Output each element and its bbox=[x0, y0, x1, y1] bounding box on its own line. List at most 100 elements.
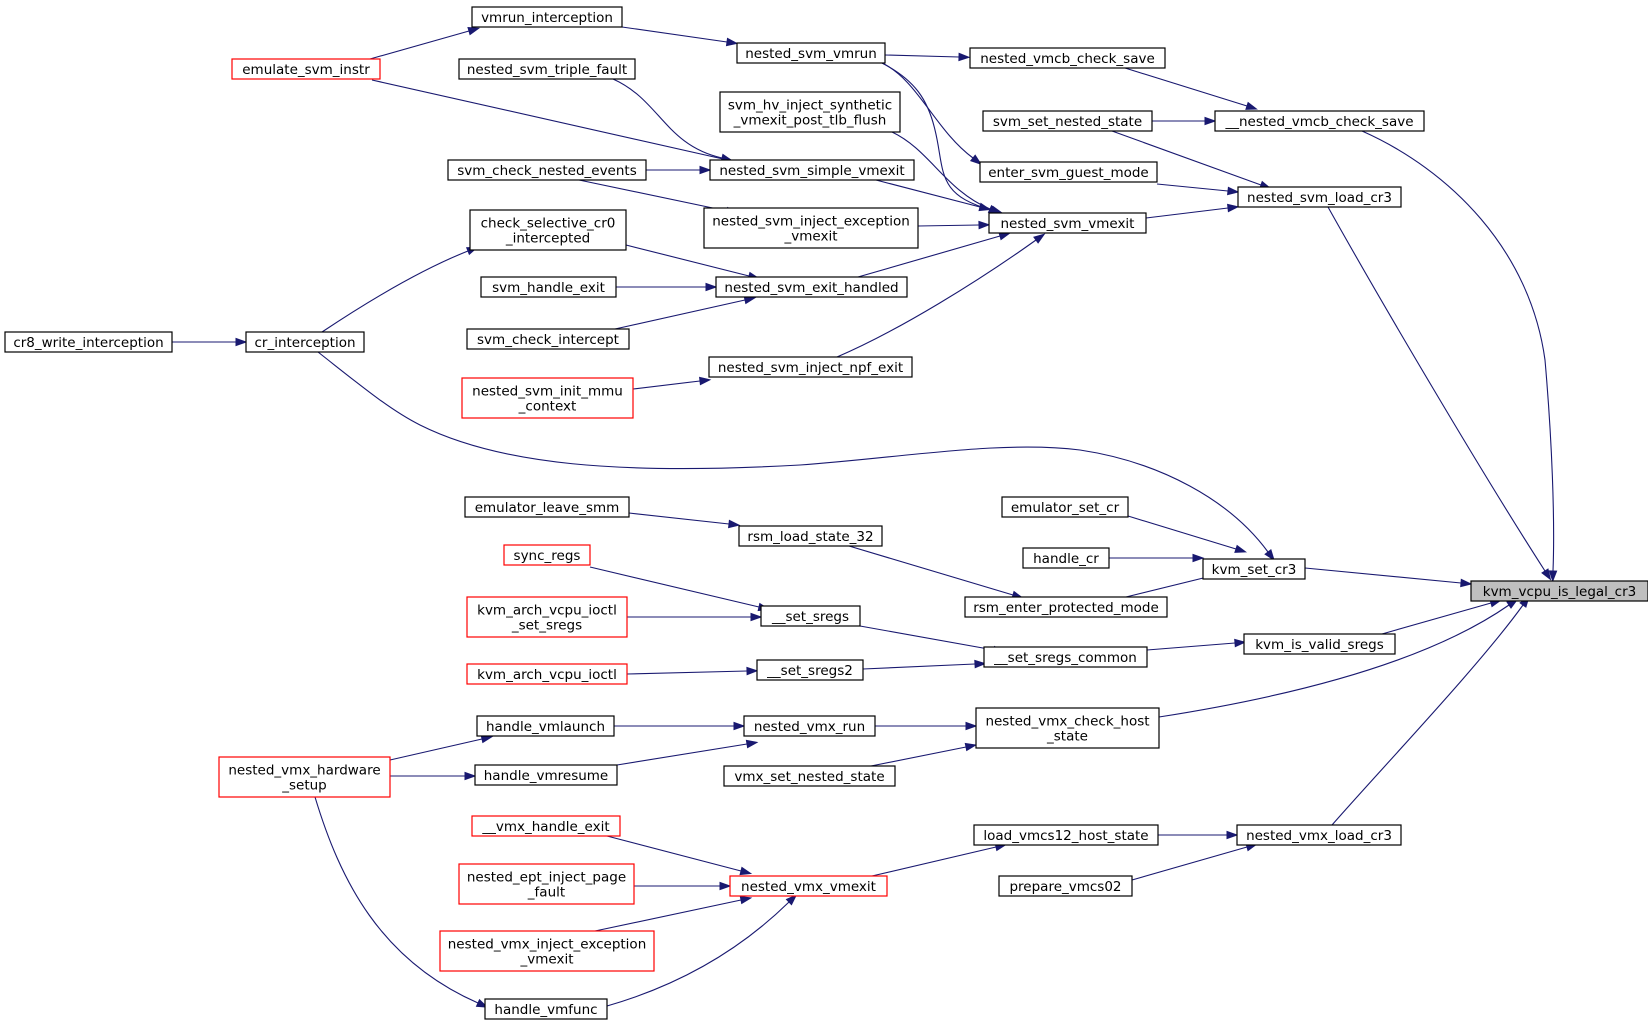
edge-kvm_is_valid_sregs-to-kvm_vcpu_is_legal_cr3 bbox=[1381, 598, 1503, 635]
edge-__set_sregs-to-__set_sregs_common bbox=[859, 625, 1006, 655]
node-emulate-svm-instr[interactable]: emulate_svm_instr bbox=[231, 58, 381, 80]
arrowhead-icon bbox=[978, 202, 992, 212]
edge-line bbox=[578, 179, 728, 212]
node-nested-vmx-hardware-setup[interactable]: nested_vmx_hardware_setup bbox=[218, 756, 391, 798]
node-emulator-leave-smm[interactable]: emulator_leave_smm bbox=[464, 496, 630, 518]
node-box bbox=[458, 58, 636, 80]
edge-line bbox=[1145, 207, 1229, 219]
arrowhead-icon bbox=[974, 659, 987, 669]
node-svm-handle-exit[interactable]: svm_handle_exit bbox=[480, 276, 617, 298]
edge-line bbox=[1111, 130, 1262, 186]
node-vmrun-interception[interactable]: vmrun_interception bbox=[471, 6, 623, 28]
node-nested-vmx-check-host-state[interactable]: nested_vmx_check_host_state bbox=[975, 707, 1160, 749]
edge-line bbox=[1158, 604, 1510, 718]
edge-line bbox=[1131, 846, 1248, 881]
edge-line bbox=[848, 545, 1014, 596]
node-label: emulate_svm_instr bbox=[242, 62, 370, 78]
arrowhead-icon bbox=[1234, 638, 1247, 648]
edge-prepare_vmcs02-to-nested_vmx_load_cr3 bbox=[1131, 842, 1259, 881]
node-box bbox=[464, 496, 630, 518]
node-nested-svm-inject-exception-vmexit[interactable]: nested_svm_inject_exception_vmexit bbox=[703, 207, 919, 249]
node-set-sregs-common[interactable]: __set_sregs_common bbox=[983, 646, 1148, 668]
node-nested-svm-load-cr3[interactable]: nested_svm_load_cr3 bbox=[1237, 186, 1402, 208]
node-nested-svm-triple-fault[interactable]: nested_svm_triple_fault bbox=[458, 58, 636, 80]
node-svm-set-nested-state[interactable]: svm_set_nested_state bbox=[982, 110, 1153, 132]
node-nested-svm-vmexit[interactable]: nested_svm_vmexit bbox=[988, 212, 1147, 234]
node-svm-check-nested-events[interactable]: svm_check_nested_events bbox=[447, 159, 647, 181]
node-cr-interception[interactable]: cr_interception bbox=[245, 331, 365, 353]
node-label: svm_check_intercept bbox=[477, 332, 619, 348]
node-label: nested_svm_exit_handled bbox=[724, 280, 898, 296]
node-svm-check-intercept[interactable]: svm_check_intercept bbox=[466, 328, 630, 350]
node-vmx-set-nested-state[interactable]: vmx_set_nested_state bbox=[723, 765, 896, 787]
edge-kvm_set_cr3-to-kvm_vcpu_is_legal_cr3 bbox=[1304, 567, 1473, 588]
node-nested-vmx-inject-exception-vmexit[interactable]: nested_vmx_inject_exception_vmexit bbox=[439, 930, 655, 972]
node-handle-cr[interactable]: handle_cr bbox=[1022, 547, 1110, 569]
node-nested-svm-vmrun[interactable]: nested_svm_vmrun bbox=[736, 42, 886, 64]
node-label: svm_handle_exit bbox=[492, 280, 605, 296]
node-handle-vmresume[interactable]: handle_vmresume bbox=[474, 764, 618, 786]
node-box bbox=[969, 47, 1166, 69]
node-emulator-set-cr[interactable]: emulator_set_cr bbox=[1001, 496, 1129, 518]
node-prepare-vmcs02[interactable]: prepare_vmcs02 bbox=[998, 875, 1133, 897]
edge-line bbox=[859, 625, 995, 651]
node-check-selective-cr0-intercepted[interactable]: check_selective_cr0_intercepted bbox=[469, 209, 627, 251]
node-label: prepare_vmcs02 bbox=[1009, 879, 1121, 895]
edge-emulate_svm_instr-to-nested_svm_simple_vmexit bbox=[371, 79, 735, 164]
node-set-sregs2[interactable]: __set_sregs2 bbox=[756, 659, 864, 681]
node-set-sregs[interactable]: __set_sregs bbox=[760, 605, 861, 627]
node-cr8-write-interception[interactable]: cr8_write_interception bbox=[4, 331, 173, 353]
node-nested-svm-init-mmu-context[interactable]: nested_svm_init_mmu_context bbox=[461, 377, 634, 419]
node-kvm-set-cr3[interactable]: kvm_set_cr3 bbox=[1202, 558, 1306, 580]
node-label: __nested_vmcb_check_save bbox=[1224, 114, 1413, 130]
node-kvm-arch-vcpu-ioctl[interactable]: kvm_arch_vcpu_ioctl bbox=[466, 663, 628, 685]
node-load-vmcs12-host-state[interactable]: load_vmcs12_host_state bbox=[973, 824, 1159, 846]
node-svm-hv-inject-synthetic-vmexit-post-tlb-flush[interactable]: svm_hv_inject_synthetic_vmexit_post_tlb_… bbox=[719, 91, 901, 133]
node-label: _fault bbox=[527, 885, 565, 901]
arrowhead-icon bbox=[1033, 233, 1046, 244]
node-sync-regs[interactable]: sync_regs bbox=[503, 544, 591, 566]
node-box bbox=[503, 544, 591, 566]
node-nested-vmx-run[interactable]: nested_vmx_run bbox=[743, 715, 876, 737]
node-nested-vmx-vmexit[interactable]: nested_vmx_vmexit bbox=[729, 875, 888, 897]
edge-nested_svm_triple_fault-to-nested_svm_simple_vmexit bbox=[612, 78, 734, 163]
node-label: vmx_set_nested_state bbox=[734, 769, 884, 785]
edge-line bbox=[1124, 67, 1248, 107]
node-nested-svm-exit-handled[interactable]: nested_svm_exit_handled bbox=[715, 276, 908, 298]
arrowhead-icon bbox=[1192, 553, 1205, 563]
node-box bbox=[231, 58, 381, 80]
node-box bbox=[476, 715, 615, 737]
node-nested-vmx-load-cr3[interactable]: nested_vmx_load_cr3 bbox=[1236, 824, 1402, 846]
node-label: _state bbox=[1046, 729, 1088, 745]
node-box bbox=[979, 161, 1158, 183]
edge-handle_vmfunc-to-nested_vmx_vmexit bbox=[606, 894, 798, 1007]
arrowhead-icon bbox=[739, 895, 753, 905]
node-label: _vmexit bbox=[520, 952, 574, 968]
node-enter-svm-guest-mode[interactable]: enter_svm_guest_mode bbox=[979, 161, 1158, 183]
arrowhead-icon bbox=[964, 742, 978, 752]
node-handle-vmlaunch[interactable]: handle_vmlaunch bbox=[476, 715, 615, 737]
node-box bbox=[982, 110, 1153, 132]
edge-nested_svm_load_cr3-to-kvm_vcpu_is_legal_cr3 bbox=[1327, 206, 1552, 581]
edge-line bbox=[871, 846, 997, 877]
node-box bbox=[760, 605, 861, 627]
node-nested-vmcb-check-save[interactable]: nested_vmcb_check_save bbox=[969, 47, 1166, 69]
node-rsm-enter-protected-mode[interactable]: rsm_enter_protected_mode bbox=[964, 596, 1168, 618]
node-nested-ept-inject-page-fault[interactable]: nested_ept_inject_page_fault bbox=[458, 863, 635, 905]
node-nested-svm-simple-vmexit[interactable]: nested_svm_simple_vmexit bbox=[709, 159, 915, 181]
node-rsm-load-state-32[interactable]: rsm_load_state_32 bbox=[738, 525, 883, 547]
node-label: __set_sregs_common bbox=[993, 650, 1137, 666]
edge-__set_sregs2-to-__set_sregs_common bbox=[862, 659, 987, 670]
node-nested-vmcb-check-save[interactable]: __nested_vmcb_check_save bbox=[1214, 110, 1425, 132]
node-nested-svm-inject-npf-exit[interactable]: nested_svm_inject_npf_exit bbox=[708, 356, 913, 378]
node-kvm-is-valid-sregs[interactable]: kvm_is_valid_sregs bbox=[1243, 633, 1396, 655]
node-box bbox=[973, 824, 1159, 846]
edge-load_vmcs12_host_state-to-nested_vmx_load_cr3 bbox=[1158, 830, 1239, 840]
node-vmx-handle-exit[interactable]: __vmx_handle_exit bbox=[471, 815, 621, 837]
node-handle-vmfunc[interactable]: handle_vmfunc bbox=[484, 998, 608, 1020]
node-kvm-arch-vcpu-ioctl-set-sregs[interactable]: kvm_arch_vcpu_ioctl_set_sregs bbox=[466, 596, 628, 638]
node-label: nested_vmx_inject_exception bbox=[448, 937, 647, 953]
node-label: __vmx_handle_exit bbox=[481, 819, 609, 835]
node-box bbox=[469, 209, 627, 251]
